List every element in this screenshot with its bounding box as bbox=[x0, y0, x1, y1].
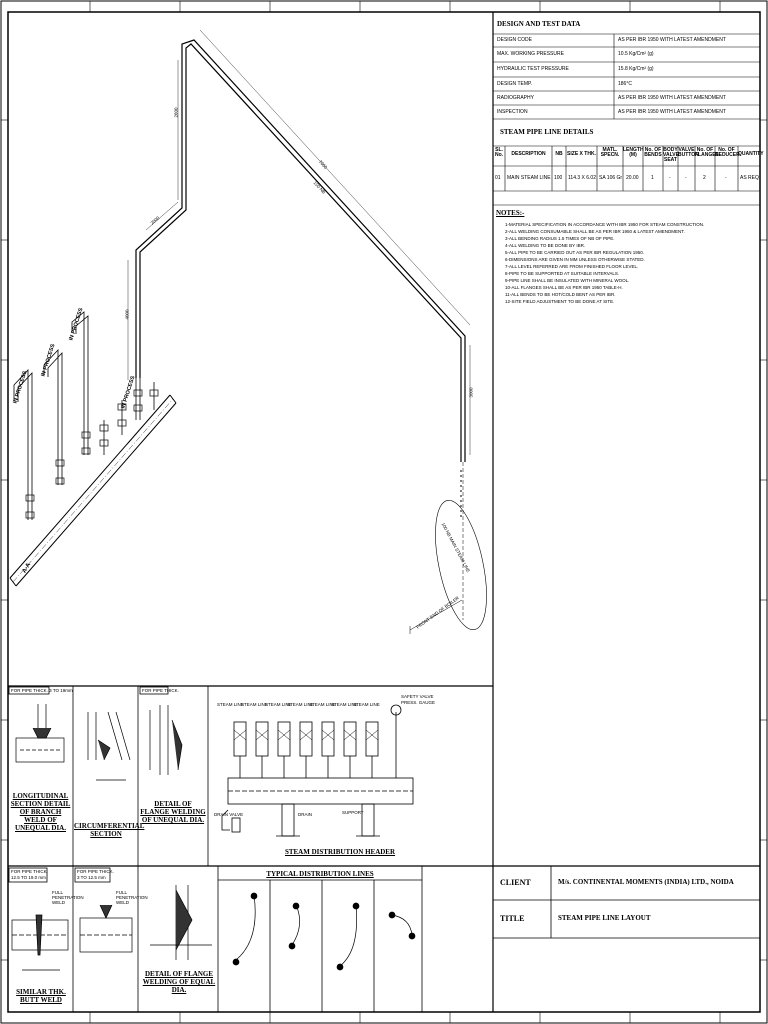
design-row-label: DESIGN TEMP. bbox=[497, 81, 533, 87]
pipe-cell: - bbox=[685, 175, 687, 181]
typical-distribution-lines bbox=[232, 892, 416, 971]
col-header: MATL. SPECN. bbox=[600, 147, 620, 158]
design-test-title: DESIGN AND TEST DATA bbox=[497, 20, 581, 28]
detail-flange-equal bbox=[150, 885, 212, 960]
detail-flange-unequal bbox=[149, 705, 183, 775]
header-label: STEAM LINE bbox=[309, 702, 336, 707]
header-label: STEAM LINE bbox=[265, 702, 292, 707]
steam-distribution-header bbox=[221, 704, 414, 837]
design-row-value: AS PER IBR 1950 WITH LATEST AMENDMENT bbox=[618, 109, 726, 115]
detail-partitions bbox=[8, 686, 760, 1012]
header-left-note: DRAIN VALVE bbox=[214, 812, 244, 817]
detail5-tag-a: FOR PIPE THICK. bbox=[77, 869, 114, 874]
design-test-table bbox=[493, 33, 760, 206]
design-row-value: AS PER IBR 1950 WITH LATEST AMENDMENT bbox=[618, 37, 726, 43]
design-row-label: INSPECTION bbox=[497, 109, 528, 115]
col-header: No. OF REDUCER bbox=[715, 147, 740, 158]
design-row-label: MAX. WORKING PRESSURE bbox=[497, 51, 564, 57]
note-item: 1-MATERIAL SPECIFICATION IN ACCORDANCE W… bbox=[505, 222, 705, 227]
pipe-cell: 2 bbox=[703, 175, 706, 181]
header-caption: STEAM DISTRIBUTION HEADER bbox=[284, 848, 396, 856]
col-header: SIZE X THK. bbox=[567, 151, 596, 157]
note-item: 2-ALL WELDING CONSUMABLE SHALL BE AS PER… bbox=[505, 229, 685, 234]
col-header: VALVE BUTTON bbox=[678, 147, 699, 158]
detail4-tag-b: 12.5 TO 19.0 mm bbox=[11, 875, 46, 880]
note-item: 7-ALL LEVEL REFERRED ARE FROM FINISHED F… bbox=[505, 264, 639, 269]
design-row-label: HYDRAULIC TEST PRESSURE bbox=[497, 66, 569, 72]
note-item: 6-DIMENSIONS ARE GIVEN IN MM UNLESS OTHE… bbox=[505, 257, 645, 262]
note-item: 4-ALL WELDING TO BE DONE BY IBR. bbox=[505, 243, 586, 248]
typical-title: TYPICAL DISTRIBUTION LINES bbox=[266, 870, 374, 878]
pipe-cell: 1 bbox=[651, 175, 654, 181]
detail5-tag-b: 3 TO 12.5 mm bbox=[77, 875, 106, 880]
header-label: STEAM LINE bbox=[353, 702, 380, 707]
note-item: 8-PIPE TO BE SUPPORTED AT SUITABLE INTER… bbox=[505, 271, 620, 276]
header-label: PRESS. GAUGE bbox=[401, 700, 436, 705]
detail4-tag-a: FOR PIPE THICK. bbox=[11, 869, 48, 874]
col-header: SL. No. bbox=[494, 147, 504, 158]
header-label: STEAM LINE bbox=[287, 702, 314, 707]
col-header: QUANTITY bbox=[738, 151, 764, 157]
design-row-value: 186°C bbox=[618, 81, 632, 87]
col-header: DESCRIPTION bbox=[511, 151, 546, 157]
note-item: 5-ALL PIPE TO BE CARRIED OUT AS PER IBR … bbox=[505, 250, 645, 255]
col-header: LENGTH (M) bbox=[623, 147, 644, 158]
dim-left-riser: 4000 bbox=[124, 309, 130, 320]
detail6-caption: DETAIL OF FLANGE WELDING OF EQUAL DIA. bbox=[142, 970, 216, 994]
header-label: SAFETY VALVE bbox=[401, 694, 434, 699]
detail-circumferential bbox=[87, 711, 131, 781]
pipe-cell: AS REQ. bbox=[740, 175, 759, 181]
col-header: BODY VALVE SEAT bbox=[663, 147, 679, 163]
header-label: STEAM LINE bbox=[217, 702, 244, 707]
design-row-value: 15.8 Kg/Cm² (g) bbox=[618, 66, 654, 72]
header-right-note: SUPPORT bbox=[342, 810, 364, 815]
pipe-cell: - bbox=[725, 175, 727, 181]
note-item: 12-SITE FIELD ADJUSTMENT TO BE DONE AT S… bbox=[505, 299, 615, 304]
note-item: 3-ALL BENDING RADIUS 1.5 TIMES OF NB OF … bbox=[505, 236, 615, 241]
client-label: CLIENT bbox=[500, 878, 531, 887]
client-value: M/s. CONTINENTAL MOMENTS (INDIA) LTD., N… bbox=[558, 878, 734, 886]
detail4-caption: SIMILAR THK. BUTT WELD bbox=[16, 988, 66, 1004]
col-header: No. OF BENDS bbox=[644, 147, 662, 158]
detail3-tag: FOR PIPE THICK. bbox=[142, 688, 179, 693]
detail-thin-weld bbox=[79, 904, 133, 953]
pipe-cell: 100 bbox=[554, 175, 563, 181]
detail5-note: FULL PENETRATION WELD bbox=[116, 890, 148, 905]
notes-title: NOTES:- bbox=[496, 209, 525, 217]
col-header: No. OF FLANGES bbox=[695, 147, 719, 158]
pipe-cell: 01 bbox=[495, 175, 501, 181]
header-mid-note: DRAIN bbox=[298, 812, 313, 817]
pipe-cell: SA 106 Gr.B bbox=[599, 175, 622, 181]
detail-branch-weld bbox=[15, 704, 65, 763]
col-header: NB bbox=[555, 151, 563, 157]
pipe-cell: 20.00 bbox=[626, 175, 639, 181]
design-row-value: AS PER IBR 1950 WITH LATEST AMENDMENT bbox=[618, 95, 726, 101]
design-row-label: DESIGN CODE bbox=[497, 37, 533, 43]
pipe-cell: MAIN STEAM LINE bbox=[507, 175, 551, 181]
isometric-pipe-layout bbox=[9, 29, 487, 634]
title-label: TITLE bbox=[500, 914, 525, 923]
note-item: 9-PIPE LINE SHALL BE INSULATED WITH MINE… bbox=[505, 278, 630, 283]
pipe-cell: 114.3 X 6.02 bbox=[568, 175, 596, 181]
detail2-caption: CIRCUMFERENTIAL SECTION bbox=[74, 822, 145, 838]
pipe-cell: - bbox=[669, 175, 671, 181]
detail-butt-weld bbox=[11, 914, 69, 971]
design-row-value: 10.5 Kg/Cm² (g) bbox=[618, 51, 654, 57]
dim-top: 2600 bbox=[173, 107, 179, 118]
dim-right: 3000 bbox=[468, 387, 474, 398]
note-item: 11-ALL BENDS TO BE HOT/COLD BENT AS PER … bbox=[505, 292, 616, 297]
title-value: STEAM PIPE LINE LAYOUT bbox=[558, 914, 651, 922]
header-label: STEAM LINE bbox=[331, 702, 358, 707]
detail3-caption: DETAIL OF FLANGE WELDING OF UNEQUAL DIA. bbox=[140, 800, 206, 824]
detail1-caption: LONGITUDINAL SECTION DETAIL OF BRANCH WE… bbox=[10, 792, 71, 832]
header-label: STEAM LINE bbox=[241, 702, 268, 707]
design-row-label: RADIOGRAPHY bbox=[497, 95, 534, 101]
detail1-tag: FOR PIPE THICK. 3 TO 19mm bbox=[11, 688, 73, 693]
note-item: 10-ALL FLANGES SHALL BE AS PER IBR 1950 … bbox=[505, 285, 623, 290]
detail4-note: FULL PENETRATION WELD bbox=[52, 890, 84, 905]
pipe-details-title: STEAM PIPE LINE DETAILS bbox=[500, 128, 594, 136]
